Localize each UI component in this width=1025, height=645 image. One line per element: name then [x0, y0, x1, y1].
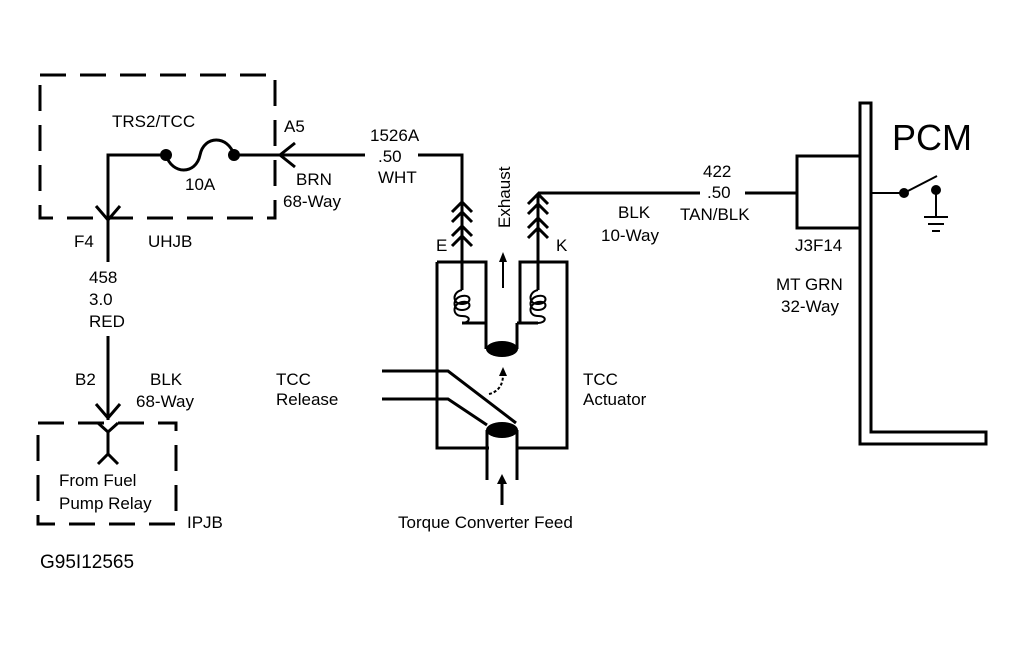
wire-422: 422 .50 TAN/BLK — [680, 162, 797, 224]
pin-e-connector-icon — [450, 199, 474, 290]
a5-connector-arrow-icon — [277, 141, 296, 169]
pcm-pin-label: J3F14 — [795, 236, 842, 255]
wire-1526a: 1526A .50 WHT — [370, 126, 464, 200]
ipjb-pin-label: B2 — [75, 370, 96, 389]
fuse-rating-label: 10A — [185, 175, 216, 194]
valve-motion-arrow-icon — [488, 374, 504, 395]
wire-458-color: RED — [89, 312, 125, 331]
ipjb-name-label: IPJB — [187, 513, 223, 532]
wire-1526a-line — [418, 153, 464, 200]
ipjb-dashed-outline — [36, 421, 178, 526]
wire-422-gauge: .50 — [707, 183, 731, 202]
tcc-release-lower-line — [382, 397, 488, 427]
wire-458: 458 3.0 RED — [89, 218, 125, 421]
tcc-actuator-line2: Actuator — [583, 390, 647, 409]
torque-converter-feed-label: Torque Converter Feed — [398, 513, 573, 532]
pcm-housing — [858, 101, 988, 446]
exhaust-label: Exhaust — [495, 166, 514, 228]
pcm-connector-block — [795, 154, 862, 230]
tcc-release-line1: TCC — [276, 370, 311, 389]
wire-422-circuit: 422 — [703, 162, 731, 181]
figure-id-label: G95I12565 — [40, 552, 134, 573]
uhjb-connector-type: 68-Way — [283, 192, 341, 211]
fuse-output-wire — [106, 153, 166, 218]
fuse-name-label: TRS2/TCC — [112, 112, 195, 131]
wire-458-gauge: 3.0 — [89, 290, 113, 309]
pin-e-label: E — [436, 236, 447, 255]
ipjb-source-line2: Pump Relay — [59, 494, 152, 513]
ipjb-connector-color: BLK — [150, 370, 183, 389]
wire-1526a-color: WHT — [378, 168, 417, 187]
actuator-housing-left-inner — [437, 260, 488, 349]
wire-1526a-gauge: .50 — [378, 147, 402, 166]
uhjb-dashed-outline — [38, 73, 277, 220]
uhjb-output-pin-label: F4 — [74, 232, 94, 251]
pin-k-label: K — [556, 236, 568, 255]
ground-icon — [924, 190, 948, 232]
uhjb-name-label: UHJB — [148, 232, 192, 251]
uhjb-connector-color: BRN — [296, 170, 332, 189]
wire-458-circuit: 458 — [89, 268, 117, 287]
lower-valve-icon — [486, 422, 518, 438]
pcm-module: PCM J3F14 MT GRN 32-Way — [776, 101, 988, 446]
actuator-housing — [435, 260, 569, 450]
ipjb-junction-block: B2 BLK 68-Way From Fuel Pump Relay IPJB — [36, 370, 223, 532]
wire-422-color: TAN/BLK — [680, 205, 750, 224]
upper-valve-icon — [486, 341, 518, 357]
ipjb-connector-type: 68-Way — [136, 392, 194, 411]
pin-k-connector-icon — [526, 191, 550, 290]
b2-connector-arrow-icon — [94, 403, 122, 421]
actuator-connector-type: 10-Way — [601, 226, 659, 245]
tcc-actuator: E K Exhaust — [276, 166, 700, 532]
solenoid-k-coil-icon — [529, 289, 547, 324]
wire-1526a-circuit: 1526A — [370, 126, 420, 145]
pcm-connector-color: MT GRN — [776, 275, 843, 294]
pcm-switch-icon — [871, 175, 941, 198]
actuator-connector-color: BLK — [618, 203, 651, 222]
feed-passage — [485, 430, 519, 480]
uhjb-junction-block: TRS2/TCC 10A A5 F4 UHJB BRN 68-Way — [38, 73, 365, 251]
tcc-release-upper-line — [382, 369, 517, 425]
solenoid-e-coil-icon — [453, 289, 471, 324]
tcc-actuator-line1: TCC — [583, 370, 618, 389]
uhjb-input-pin-label: A5 — [284, 117, 305, 136]
pcm-name-label: PCM — [892, 117, 972, 158]
tcc-release-line2: Release — [276, 390, 338, 409]
ipjb-source-line1: From Fuel — [59, 471, 136, 490]
ipjb-terminal-icon — [96, 421, 120, 466]
fuse-icon — [160, 138, 240, 172]
pcm-connector-type: 32-Way — [781, 297, 839, 316]
